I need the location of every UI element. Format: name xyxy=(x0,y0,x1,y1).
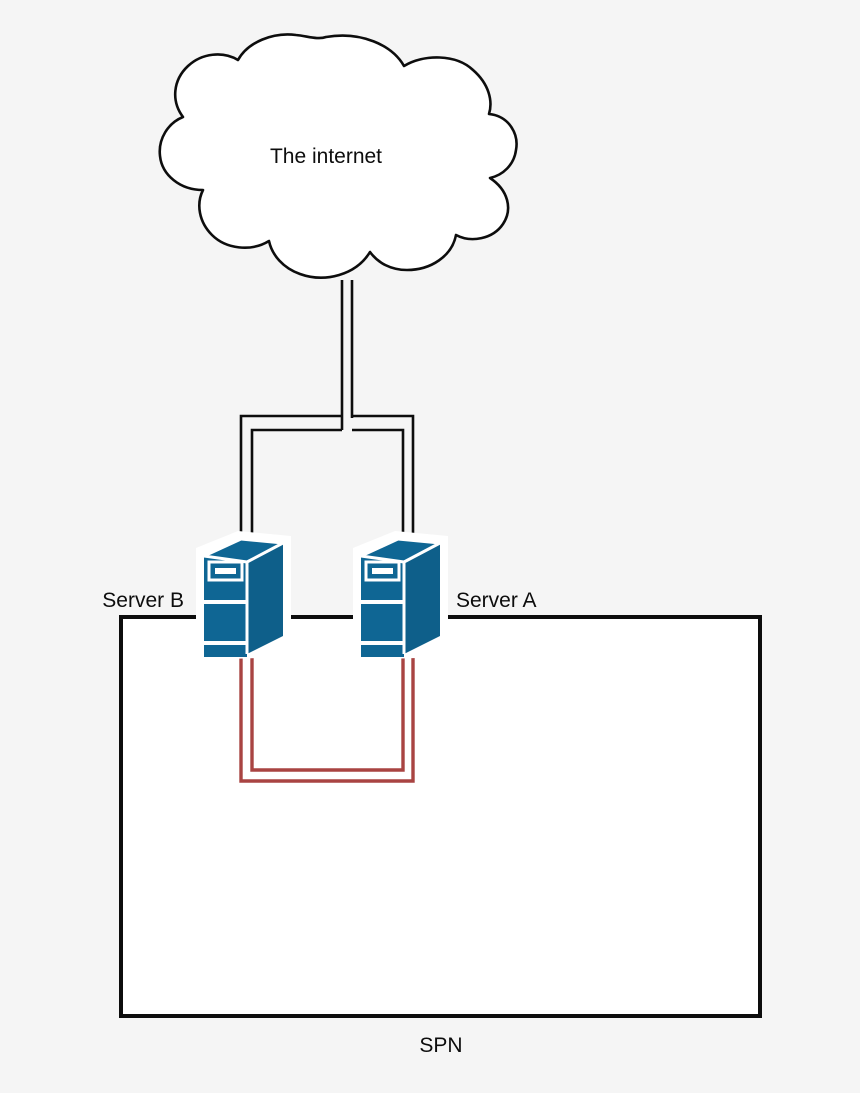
server-b-top-right-edge xyxy=(240,537,284,545)
server-b-lower-panel xyxy=(204,604,247,642)
uplink-branch-outer-left xyxy=(239,414,342,560)
server-a-panel-divider xyxy=(361,600,404,604)
server-b-base-strip xyxy=(204,645,247,657)
server-b-drive-bay-bezel xyxy=(207,560,244,582)
uplink-branch-outer-right xyxy=(352,414,415,560)
server-a-lower-panel xyxy=(361,604,404,642)
internet-cloud-shape xyxy=(158,33,518,279)
internet-uplink-link xyxy=(239,280,415,560)
interlink-inner-path xyxy=(250,655,405,772)
server-a-side-face xyxy=(404,543,440,654)
server-a-top-right-edge xyxy=(397,537,441,545)
spn-zone-rect xyxy=(119,615,762,1018)
server-a-top-edge-highlight xyxy=(360,537,399,558)
server-a-base-divider xyxy=(361,641,404,645)
server-node-a[interactable] xyxy=(353,531,448,660)
server-b-front-upper-edge xyxy=(203,554,248,564)
spn-zone-label: SPN xyxy=(419,1034,462,1057)
server-b-base-divider xyxy=(204,641,247,645)
interlink-outer-path xyxy=(239,655,415,783)
server-interlink-link xyxy=(239,655,415,783)
server-a-drive-bay-led xyxy=(372,568,393,574)
server-a-front-upper-edge xyxy=(360,554,405,564)
server-b-front-top-edge xyxy=(246,541,284,564)
uplink-branch-inner-left xyxy=(250,428,342,560)
server-b-side-face xyxy=(247,543,283,654)
cloud-label: The internet xyxy=(270,145,382,168)
server-b-top-edge-highlight xyxy=(203,537,242,558)
server-a-front-top-edge xyxy=(403,541,441,564)
server-a-label: Server A xyxy=(456,589,537,612)
server-node-b[interactable] xyxy=(196,531,291,660)
server-b-label: Server B xyxy=(102,589,184,612)
server-b-drive-bay-led xyxy=(215,568,236,574)
server-a-base-strip xyxy=(361,645,404,657)
uplink-branch-inner-right xyxy=(352,428,405,560)
server-b-panel-divider xyxy=(204,600,247,604)
server-a-drive-bay-bezel xyxy=(364,560,401,582)
